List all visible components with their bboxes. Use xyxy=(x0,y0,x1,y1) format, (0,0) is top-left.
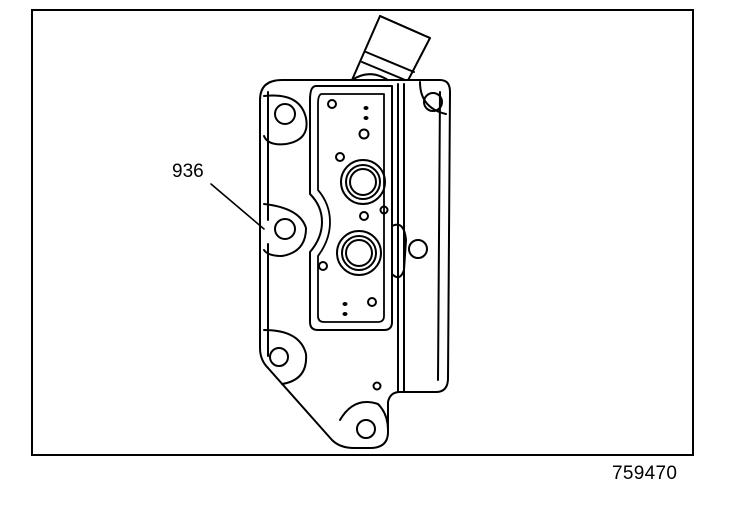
upper-port-outer xyxy=(340,159,386,205)
plate-edge-lines xyxy=(267,83,441,393)
lower-port-outer xyxy=(336,230,382,276)
callout-label: 936 xyxy=(172,161,204,182)
gasket-inner xyxy=(317,93,385,323)
callout-leader-line xyxy=(210,183,265,230)
large-ports xyxy=(336,159,386,276)
small-holes xyxy=(318,99,389,391)
plate-outline xyxy=(259,79,451,449)
figure-number: 759470 xyxy=(612,463,678,484)
gasket-outer xyxy=(309,85,393,331)
bolt-holes xyxy=(269,92,443,439)
mounting-bosses xyxy=(263,81,447,431)
small-dots xyxy=(342,106,369,316)
